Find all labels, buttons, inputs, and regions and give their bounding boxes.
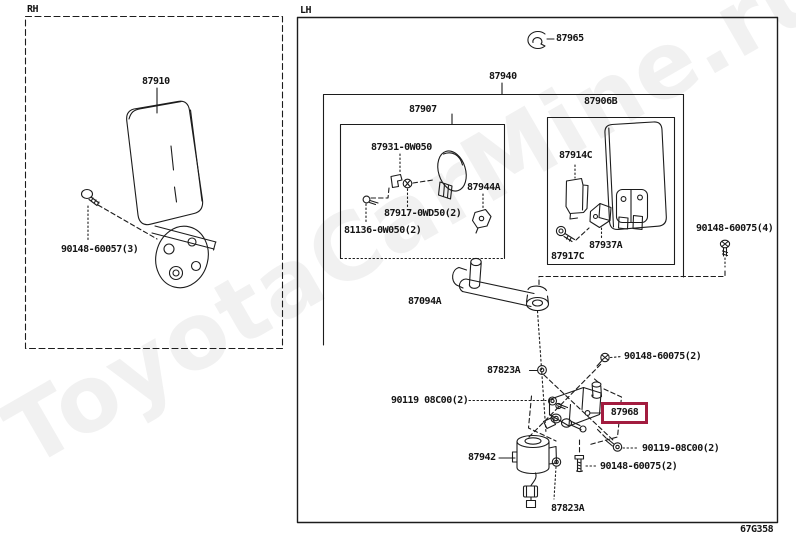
part-label-87942[interactable]: 87942 bbox=[468, 452, 496, 463]
bracket-87968-art bbox=[527, 378, 623, 446]
part-label-87931-0w050[interactable]: 87931-0W050 bbox=[371, 142, 432, 153]
screw-90119-right-art bbox=[596, 428, 640, 452]
part-label-87940[interactable]: 87940 bbox=[489, 71, 517, 82]
part-label-90148-60075-2-upper[interactable]: 90148-60075(2) bbox=[624, 351, 702, 362]
assy-87906b-border bbox=[546, 116, 676, 266]
bolt-90148-lower-art bbox=[574, 437, 599, 473]
screw-90148-60075-4-art bbox=[538, 239, 731, 288]
grommet-lower-art bbox=[551, 457, 562, 500]
rh-screw-art bbox=[80, 188, 158, 243]
part-label-90148-60075-4[interactable]: 90148-60075(4) bbox=[696, 223, 774, 234]
highlighted-part-87968[interactable]: 87968 bbox=[601, 402, 648, 424]
rh-panel-border bbox=[24, 15, 284, 350]
part-label-90119-08c00-left[interactable]: 90119 08C00(2) bbox=[391, 395, 469, 406]
screw-90148-60075-2-upper-art bbox=[596, 352, 623, 367]
part-label-90119-08c00-right[interactable]: 90119-08C00(2) bbox=[642, 443, 720, 454]
lh-panel-label: LH bbox=[300, 5, 312, 16]
part-label-87965[interactable]: 87965 bbox=[556, 33, 584, 44]
part-label-90148-60057-3[interactable]: 90148-60057(3) bbox=[61, 244, 139, 255]
rh-mirror-art bbox=[126, 87, 217, 289]
assy-87907-contents bbox=[362, 150, 492, 234]
part-label-87907[interactable]: 87907 bbox=[409, 104, 437, 115]
part-label-87917-0wd50-2[interactable]: 87917-0WD50(2) bbox=[384, 208, 462, 219]
part-label-87917c[interactable]: 87917C bbox=[551, 251, 585, 262]
part-label-87937a[interactable]: 87937A bbox=[589, 240, 623, 251]
part-label-87910[interactable]: 87910 bbox=[142, 76, 170, 87]
mirror-arm-art bbox=[452, 257, 550, 434]
assy-87940-border bbox=[322, 93, 685, 346]
rh-panel-label: RH bbox=[27, 4, 39, 15]
part-label-87906b[interactable]: 87906B bbox=[584, 96, 618, 107]
lh-panel-border bbox=[296, 16, 779, 524]
motor-87942-art bbox=[498, 434, 558, 509]
part-label-81136-0w050-2[interactable]: 81136-0W050(2) bbox=[344, 225, 422, 236]
part-label-87823a-lower[interactable]: 87823A bbox=[551, 503, 585, 514]
clip-87965-art bbox=[527, 30, 555, 50]
assy-87907-border bbox=[339, 123, 506, 260]
part-label-87914c[interactable]: 87914C bbox=[559, 150, 593, 161]
grommet-upper-art bbox=[528, 365, 547, 375]
part-label-90148-60075-2-lower[interactable]: 90148-60075(2) bbox=[600, 461, 678, 472]
assy-87906b-contents bbox=[555, 121, 667, 243]
part-label-87094a[interactable]: 87094A bbox=[408, 296, 442, 307]
figure-code: 67G358 bbox=[740, 524, 774, 535]
part-label-87944a[interactable]: 87944A bbox=[467, 182, 501, 193]
part-label-87823a-upper[interactable]: 87823A bbox=[487, 365, 521, 376]
part-label-87968[interactable]: 87968 bbox=[610, 407, 639, 418]
